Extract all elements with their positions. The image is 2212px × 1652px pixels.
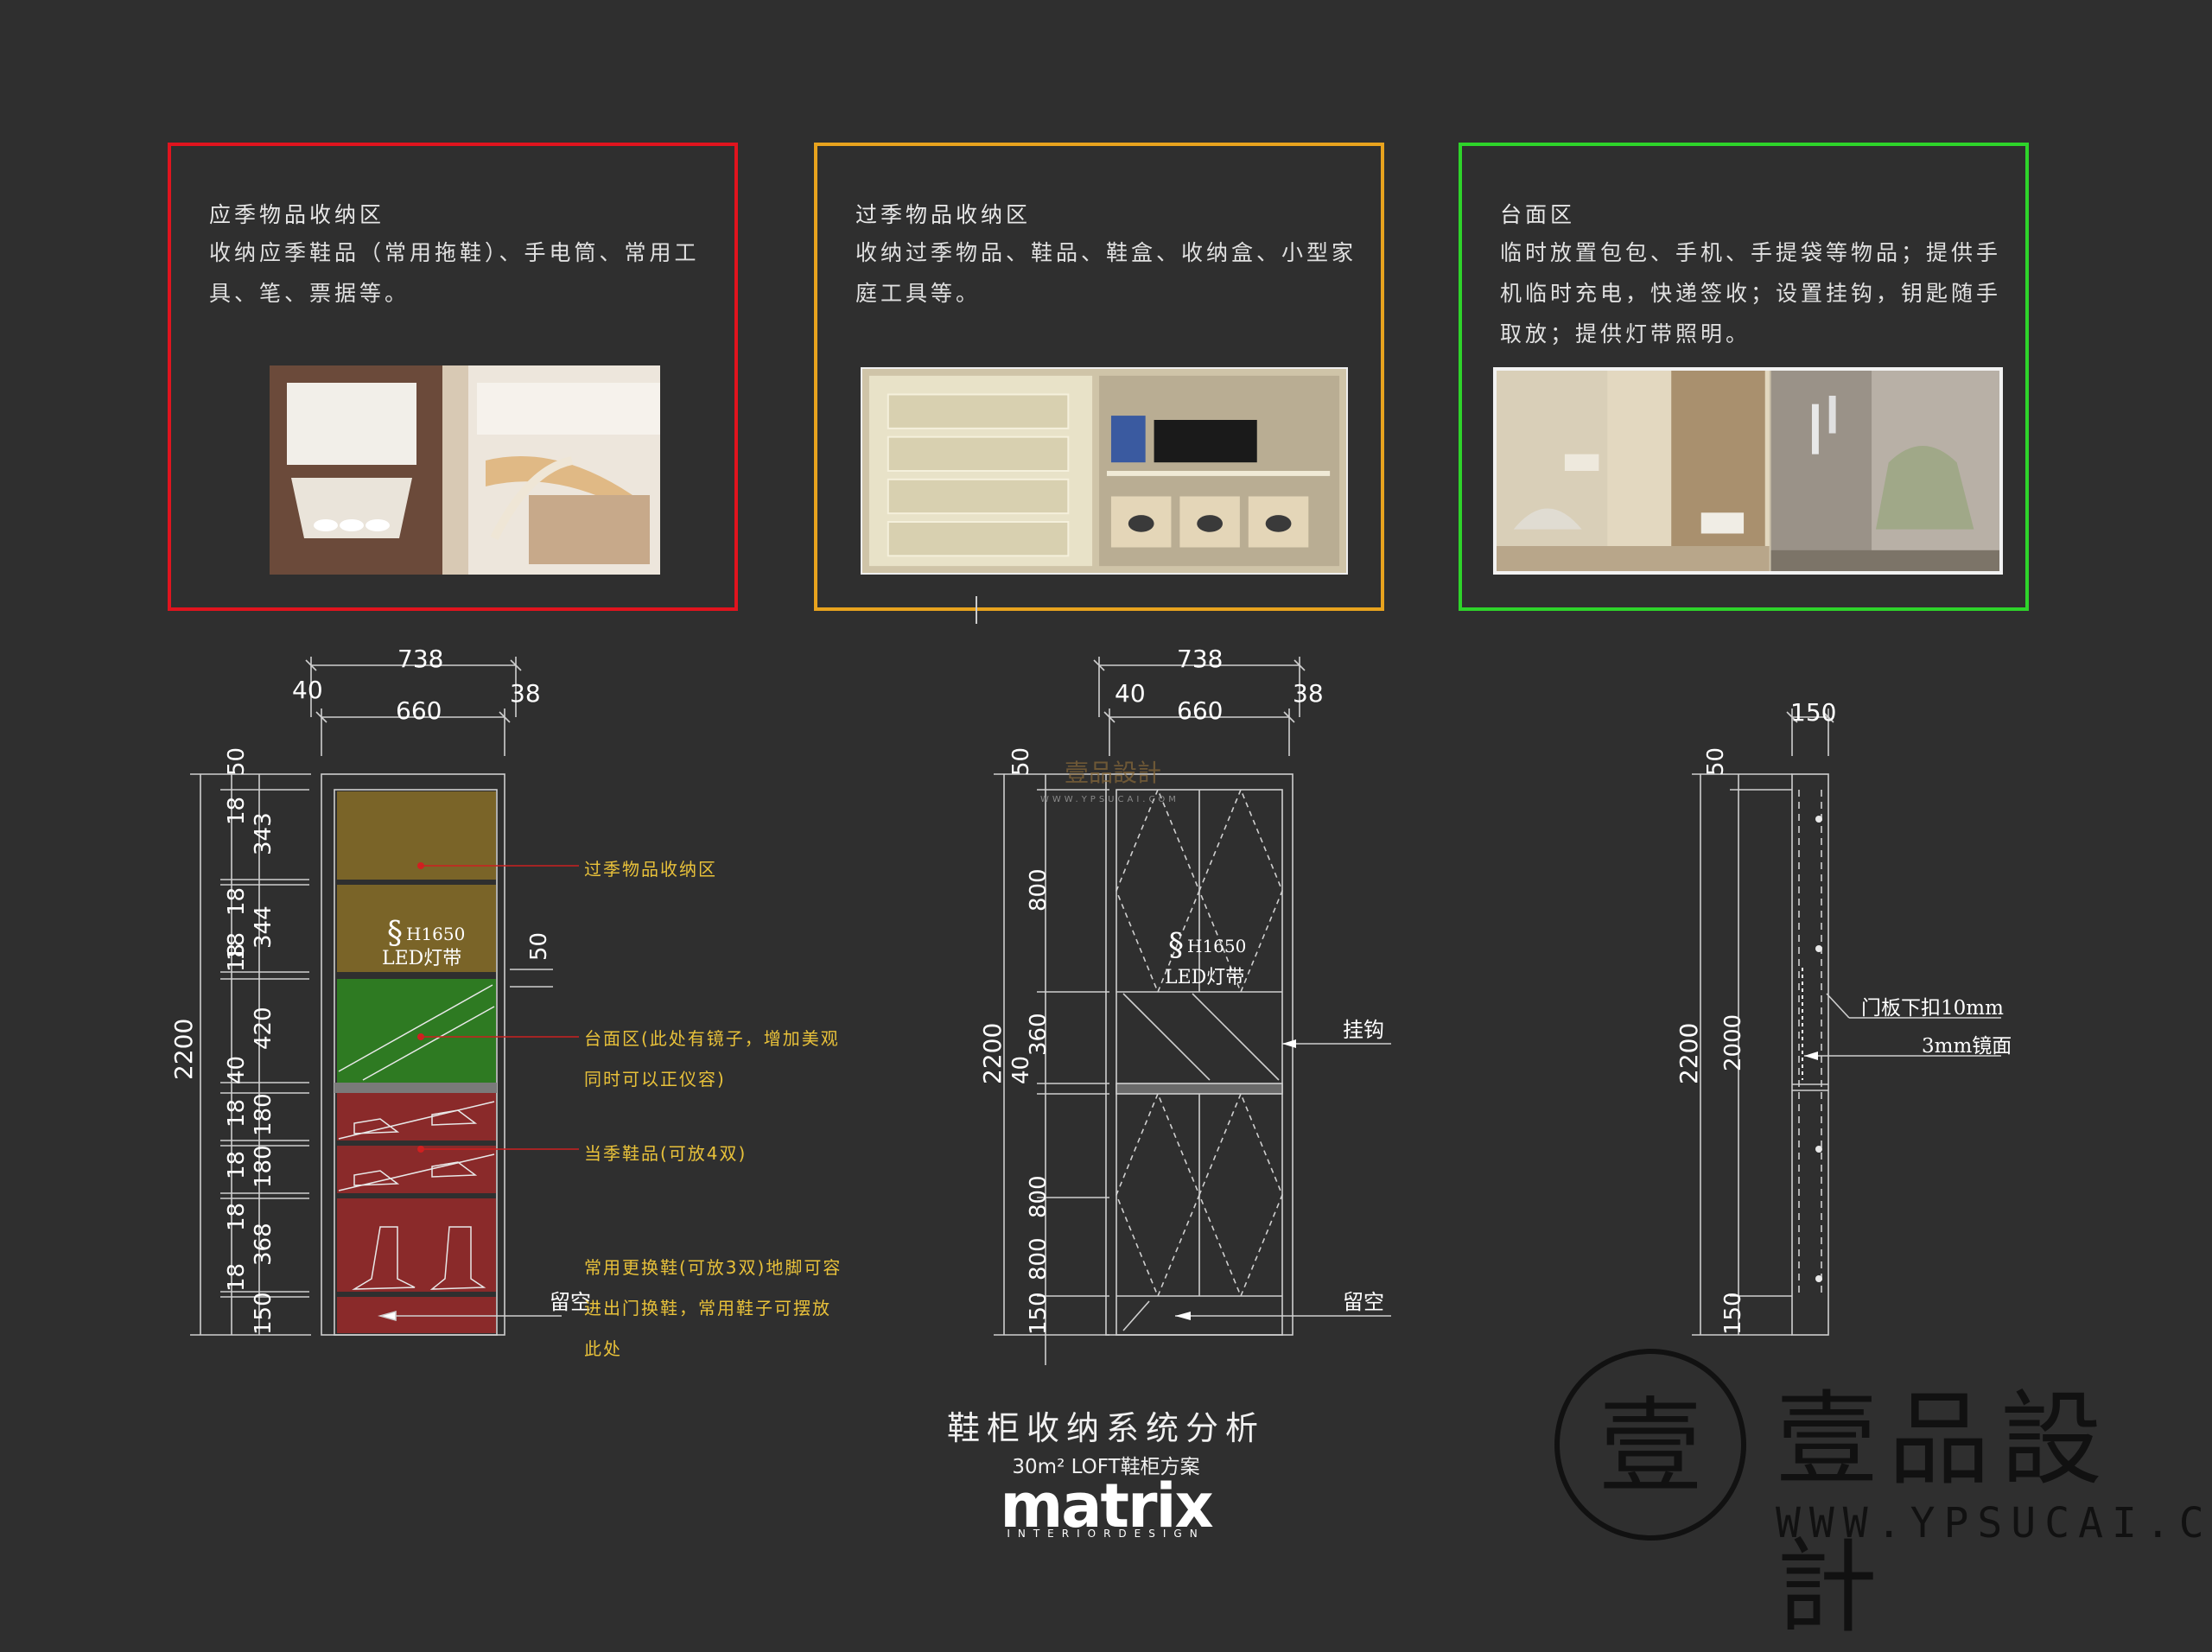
svg-text:WWW.YPSUCAI.COM: WWW.YPSUCAI.COM [1040, 795, 1179, 804]
svg-text:过季物品收纳区: 过季物品收纳区 [584, 859, 717, 880]
svg-text:40: 40 [1115, 679, 1146, 708]
svg-text:当季鞋品(可放4双): 当季鞋品(可放4双) [584, 1143, 747, 1164]
svg-text:343: 343 [251, 812, 276, 855]
zone-title: 应季物品收纳区 [209, 202, 385, 227]
svg-text:40: 40 [224, 1056, 250, 1084]
svg-text:800: 800 [1026, 868, 1052, 912]
dim-height-total: 2200 [169, 1019, 198, 1080]
drawing-1-fills [334, 791, 497, 1333]
svg-text:同时可以正仪容): 同时可以正仪容) [584, 1069, 726, 1090]
page-subtitle: 30m² LOFT鞋柜方案 [1012, 1456, 1200, 1478]
svg-text:壹: 壹 [1599, 1388, 1702, 1508]
drawing-1-callouts: 过季物品收纳区 台面区(此处有镜子，增加美观 同时可以正仪容) 当季鞋品(可放4… [584, 859, 842, 1359]
watermark-url: WWW.YPSUCAI.COM [1776, 1499, 2212, 1547]
storage-cabinet-photo [861, 367, 1348, 575]
drawing-3-section [1692, 708, 2001, 1336]
svg-text:2000: 2000 [1720, 1014, 1746, 1071]
drawing-3-labels: 150 2200 50 2000 150 门板下扣10mm 3mm镜面 [1675, 698, 2012, 1335]
dim-left-side: 40 [292, 676, 323, 704]
svg-text:50: 50 [526, 932, 552, 961]
svg-text:进出门换鞋，常用鞋子可摆放: 进出门换鞋，常用鞋子可摆放 [584, 1298, 831, 1318]
svg-text:门板下扣10mm: 门板下扣10mm [1861, 997, 2004, 1020]
svg-text:18: 18 [224, 1151, 250, 1179]
technical-drawings: 738 40 660 38 2200 50 18 343 18 18 344 1… [169, 596, 2012, 1541]
svg-text:150: 150 [1790, 698, 1836, 727]
svg-text:38: 38 [1293, 679, 1324, 708]
svg-text:368: 368 [251, 1223, 276, 1266]
svg-text:18: 18 [224, 932, 250, 961]
svg-text:738: 738 [1177, 645, 1223, 673]
svg-text:420: 420 [251, 1007, 276, 1050]
svg-text:H1650: H1650 [1187, 936, 1246, 956]
drawing-1-callout-lines [421, 865, 579, 1150]
dim-inner-width: 660 [396, 696, 442, 725]
svg-text:18: 18 [224, 887, 250, 916]
svg-text:挂钩: 挂钩 [1343, 1018, 1384, 1042]
zone-description: 临时放置包包、手机、手提袋等物品；提供手机临时充电，快递签收；设置挂钩，钥匙随手… [1500, 240, 2002, 346]
svg-text:660: 660 [1177, 696, 1223, 725]
svg-text:150: 150 [1026, 1292, 1052, 1335]
svg-text:18: 18 [224, 797, 250, 825]
zone-title: 台面区 [1500, 202, 1576, 227]
drawing-2-elevation [994, 657, 1391, 1365]
svg-text:150: 150 [251, 1292, 276, 1335]
svg-text:800: 800 [1026, 1237, 1052, 1280]
countertop-photo [1493, 367, 2003, 575]
svg-text:LED灯带: LED灯带 [382, 948, 461, 969]
drawing-2-labels: 738 40 660 38 2200 50 800 360 40 800 800… [978, 645, 1384, 1335]
svg-text:此处: 此处 [584, 1338, 622, 1359]
svg-text:留空: 留空 [550, 1290, 591, 1314]
svg-text:2200: 2200 [1675, 1023, 1703, 1084]
zone-title: 过季物品收纳区 [855, 202, 1032, 227]
svg-text:180: 180 [251, 1145, 276, 1188]
zone-off-season: 过季物品收纳区 收纳过季物品、鞋品、鞋盒、收纳盒、小型家庭工具等。 [814, 143, 1384, 611]
shoe-cabinet-photo [270, 365, 660, 575]
svg-text:18: 18 [224, 1263, 250, 1292]
svg-text:800: 800 [1026, 1175, 1052, 1218]
svg-text:3mm镜面: 3mm镜面 [1922, 1035, 2012, 1058]
svg-text:台面区(此处有镜子，增加美观: 台面区(此处有镜子，增加美观 [584, 1028, 840, 1049]
svg-text:2200: 2200 [978, 1023, 1007, 1084]
brand-tagline: INTERIORDESIGN [1007, 1528, 1205, 1540]
seal-logo: 壹 [1554, 1349, 1746, 1541]
svg-text:150: 150 [1720, 1292, 1746, 1335]
svg-text:18: 18 [224, 944, 250, 972]
svg-text:50: 50 [1008, 747, 1034, 776]
svg-text:LED灯带: LED灯带 [1165, 967, 1244, 988]
svg-text:344: 344 [251, 905, 276, 949]
dim-right-side: 38 [510, 679, 541, 708]
zone-description: 收纳应季鞋品（常用拖鞋）、手电筒、常用工具、笔、票据等。 [209, 240, 700, 306]
svg-text:360: 360 [1026, 1013, 1052, 1056]
faint-watermark: 壹品設計 [1065, 759, 1161, 787]
zone-description: 收纳过季物品、鞋品、鞋盒、收纳盒、小型家庭工具等。 [855, 240, 1357, 306]
svg-text:40: 40 [1008, 1056, 1034, 1084]
svg-text:§: § [387, 916, 403, 951]
svg-text:180: 180 [251, 1093, 276, 1136]
svg-text:50: 50 [224, 747, 250, 776]
svg-text:18: 18 [224, 1203, 250, 1231]
page-title: 鞋柜收纳系统分析 [946, 1409, 1265, 1447]
drawing-1-elevation [190, 657, 522, 1336]
dim-width-total: 738 [397, 645, 443, 673]
drawing-1-labels: 738 40 660 38 2200 50 18 343 18 18 344 1… [169, 645, 591, 1335]
svg-text:18: 18 [224, 1099, 250, 1128]
zone-seasonal: 应季物品收纳区 收纳应季鞋品（常用拖鞋）、手电筒、常用工具、笔、票据等。 [168, 143, 738, 611]
zone-countertop: 台面区 临时放置包包、手机、手提袋等物品；提供手机临时充电，快递签收；设置挂钩，… [1459, 143, 2029, 611]
svg-text:留空: 留空 [1343, 1290, 1384, 1314]
svg-text:常用更换鞋(可放3双)地脚可容: 常用更换鞋(可放3双)地脚可容 [584, 1257, 842, 1278]
svg-text:50: 50 [1703, 747, 1729, 776]
brand-logo: matrix [1000, 1471, 1213, 1541]
svg-text:H1650: H1650 [406, 924, 465, 944]
svg-text:§: § [1168, 928, 1184, 963]
